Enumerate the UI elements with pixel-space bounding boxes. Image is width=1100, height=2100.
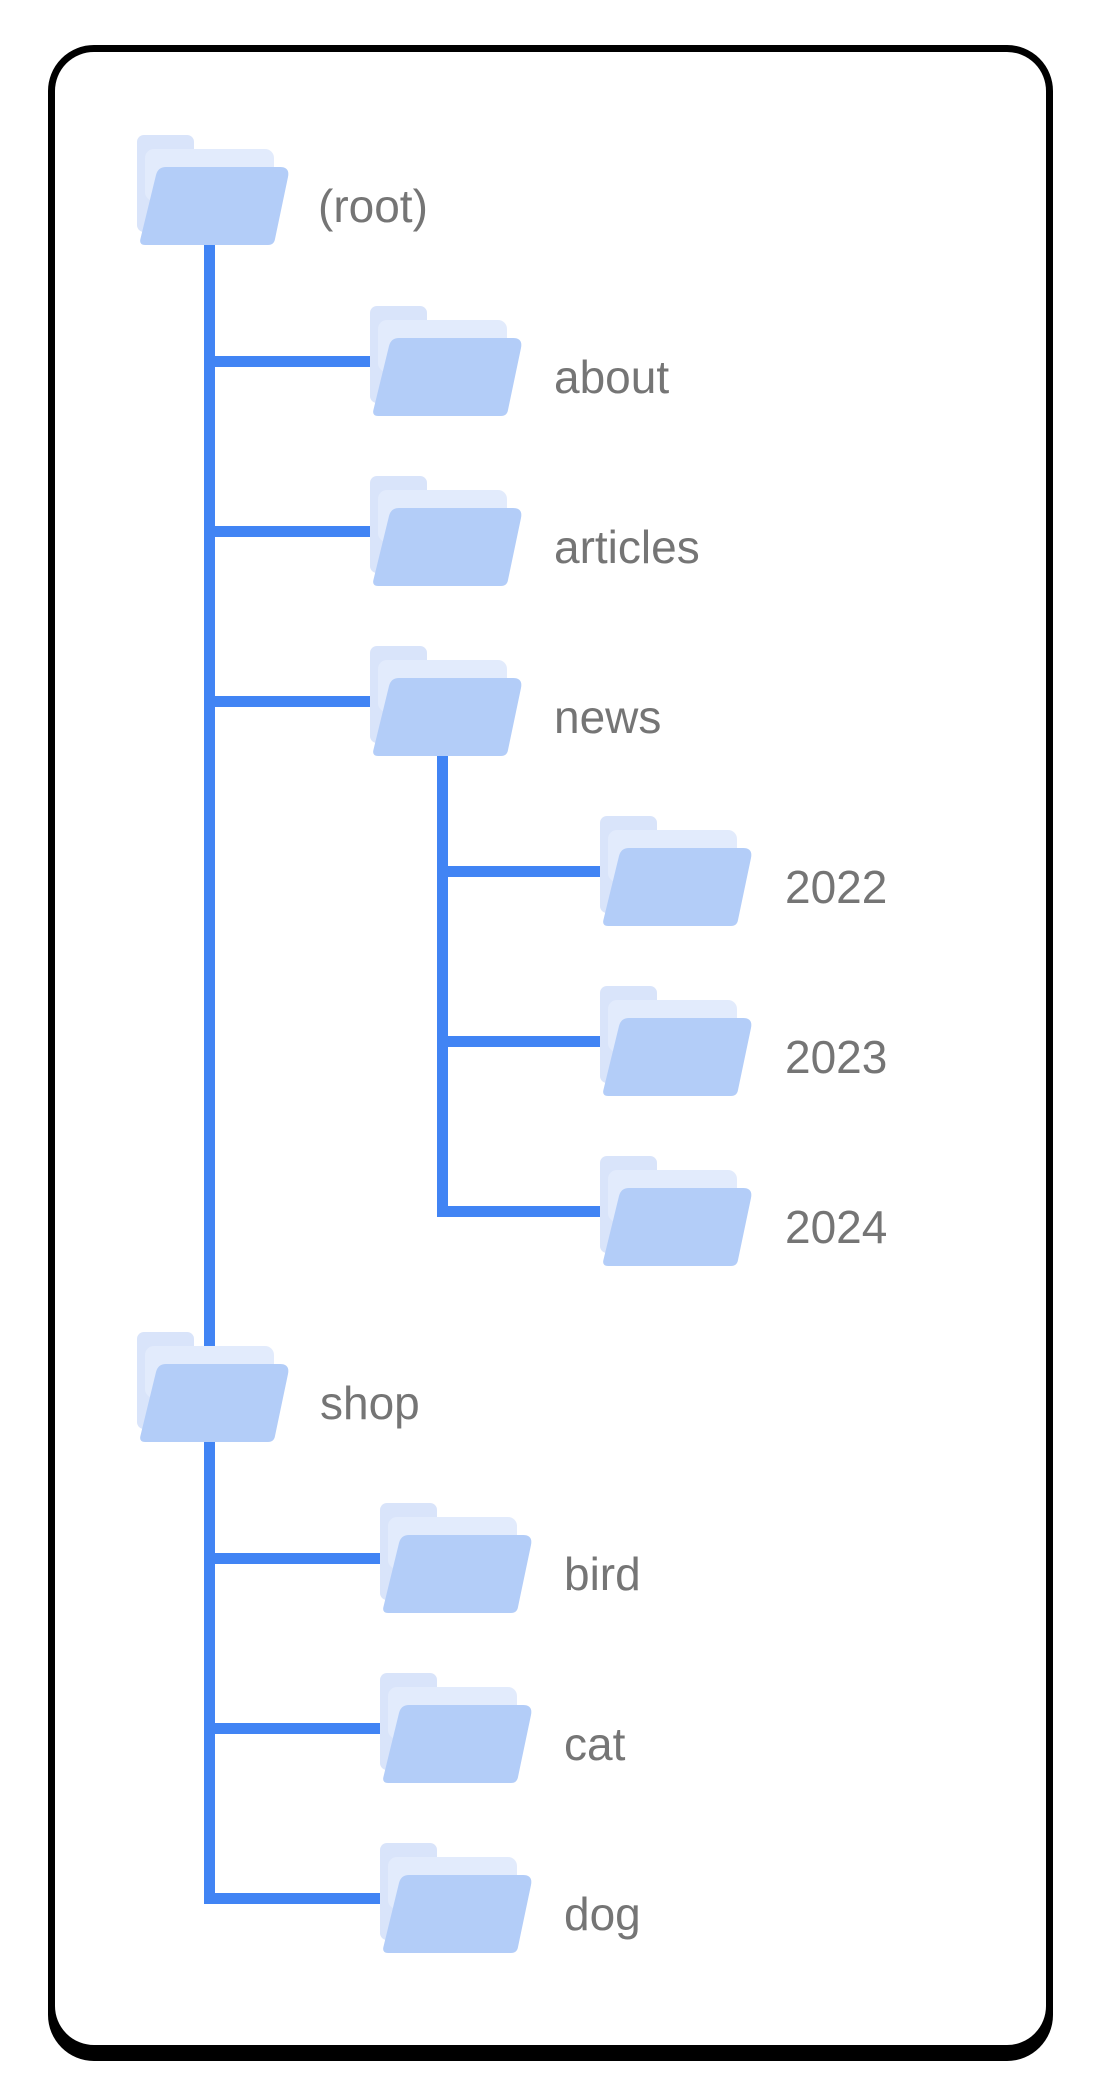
trunk-connector-news bbox=[437, 700, 448, 1217]
folder-label-news: news bbox=[554, 691, 662, 743]
branch-connector-2022 bbox=[437, 866, 612, 877]
diagram-card bbox=[48, 45, 1053, 2052]
folder-icon-root bbox=[137, 135, 292, 247]
folder-icon-2022 bbox=[600, 816, 755, 928]
folder-icon-articles bbox=[370, 476, 525, 588]
folder-label-2023: 2023 bbox=[785, 1031, 888, 1083]
folder-icon-dog bbox=[380, 1843, 535, 1955]
folder-icon-2023 bbox=[600, 986, 755, 1098]
branch-connector-2023 bbox=[437, 1036, 612, 1047]
folder-icon-shop bbox=[137, 1332, 292, 1444]
folder-label-dog: dog bbox=[564, 1888, 641, 1940]
folder-label-2022: 2022 bbox=[785, 861, 888, 913]
folder-label-2024: 2024 bbox=[785, 1201, 888, 1253]
folder-icon-cat bbox=[380, 1673, 535, 1785]
branch-connector-news bbox=[204, 696, 392, 707]
branch-connector-dog bbox=[204, 1893, 392, 1904]
folder-label-root: (root) bbox=[318, 180, 428, 232]
folder-label-about: about bbox=[554, 351, 670, 403]
folder-label-bird: bird bbox=[564, 1548, 641, 1600]
branch-connector-articles bbox=[204, 526, 392, 537]
branch-connector-2024 bbox=[437, 1206, 612, 1217]
folder-icon-news bbox=[370, 646, 525, 758]
branch-connector-bird bbox=[204, 1553, 392, 1564]
folder-icon-bird bbox=[380, 1503, 535, 1615]
folder-label-cat: cat bbox=[564, 1718, 626, 1770]
folder-label-articles: articles bbox=[554, 521, 700, 573]
folder-label-shop: shop bbox=[320, 1377, 420, 1429]
folder-icon-about bbox=[370, 306, 525, 418]
branch-connector-cat bbox=[204, 1723, 392, 1734]
branch-connector-about bbox=[204, 356, 392, 367]
trunk-connector-root bbox=[204, 200, 215, 1904]
folder-icon-2024 bbox=[600, 1156, 755, 1268]
